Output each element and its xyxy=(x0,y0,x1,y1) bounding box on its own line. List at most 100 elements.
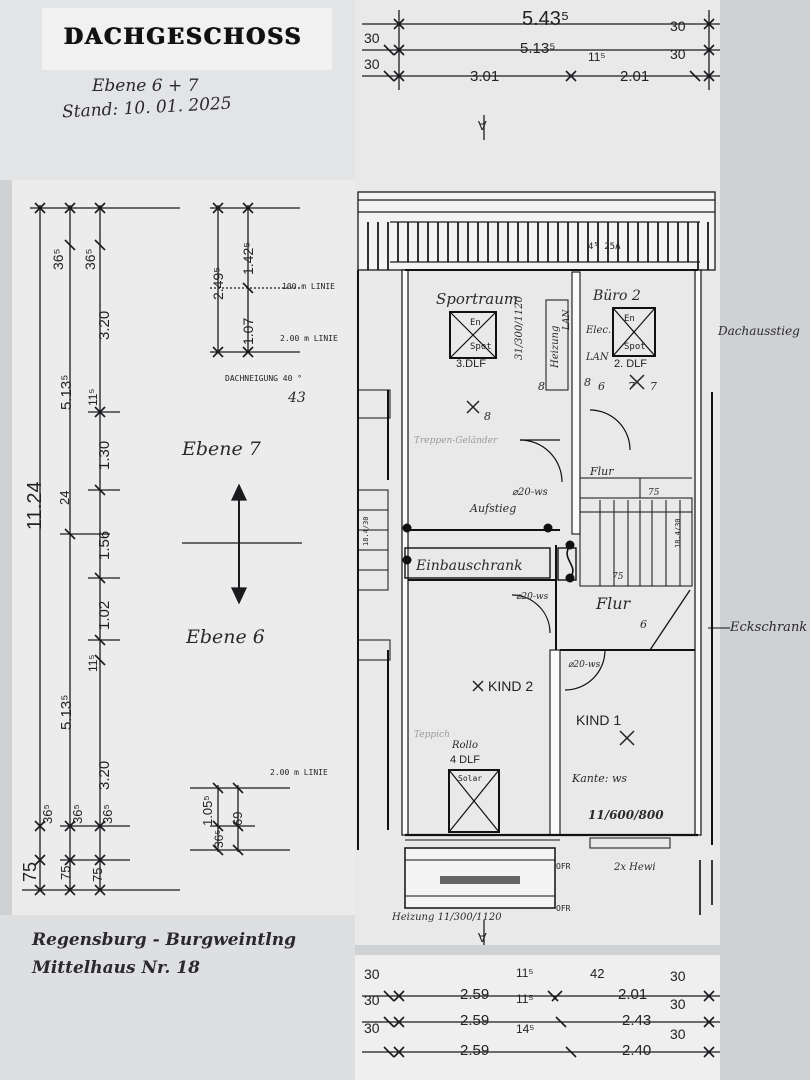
top-dim-total: 5.43⁵ xyxy=(522,8,570,30)
fuse-label: 4⁵ 25A xyxy=(588,242,621,252)
label-eckschrank: Eckschrank xyxy=(730,620,808,635)
heating-word: Heizung xyxy=(550,325,561,368)
dim-small-top-b: 1.42⁵ xyxy=(240,241,256,275)
sheet-bottom-dims xyxy=(355,955,720,1080)
bottom-dim-lines xyxy=(362,990,720,1058)
heating-label-kind1: 11/600/800 xyxy=(588,808,664,822)
dim-col3-g: 3.20 xyxy=(96,760,113,790)
ceiling-light-marks xyxy=(466,374,645,746)
flur-mark: 6 xyxy=(640,618,647,631)
room-kind1: KIND 1 xyxy=(576,712,622,728)
label-100m-line: 100 m LINIE xyxy=(282,282,335,291)
room-buero: Büro 2 xyxy=(593,288,641,304)
dim-col3-b: 11⁵ xyxy=(86,388,100,406)
dim-col3-i: 75 xyxy=(90,867,105,882)
heating-label-bottom: Heizung 11/300/1120 xyxy=(392,912,502,923)
room-sportraum: Sportraum xyxy=(436,290,519,308)
section-marker-top: A xyxy=(478,118,487,133)
bottom-dim-r1-a: 30 xyxy=(364,966,380,982)
stairs-mark-a: 75 xyxy=(612,572,624,582)
window-spot-2: Spot xyxy=(624,342,646,352)
title-label: DACHGESCHOSS xyxy=(42,8,332,70)
label-teppich: Teppich xyxy=(414,730,450,740)
bottom-dim-r3-d: 2.40 xyxy=(622,1042,652,1059)
dim-col2-c: 24 xyxy=(57,490,72,505)
dim-col3-f: 11⁵ xyxy=(86,654,100,672)
label-200m-line-a: 2.00 m LINIE xyxy=(280,334,338,343)
top-dim-r3-c: 2.01 xyxy=(620,68,650,85)
pipe-label-b: ⌀20-ws xyxy=(516,592,549,602)
top-dim-r3-b: 11⁵ xyxy=(588,50,606,64)
lan-top: LAN xyxy=(562,309,572,330)
dim-col2-d: 5.13⁵ xyxy=(58,694,75,730)
dim-small-bottom-c: 69 xyxy=(230,811,245,826)
dim-small-bottom-a: 1.05⁵ xyxy=(200,795,215,826)
roof-pitch-note: 43 xyxy=(288,390,306,406)
bottom-dim-r3-a: 30 xyxy=(364,1020,380,1036)
section-marker-bottom: A xyxy=(478,930,487,945)
bottom-dim-r3-e: 30 xyxy=(670,1026,686,1042)
window-en-2: En xyxy=(624,314,635,324)
dim-col3-c: 1.30 xyxy=(96,440,113,470)
dim-small-bottom-b: 36⁵ xyxy=(212,829,226,848)
dim-col3-d: 1.56 xyxy=(96,530,113,560)
mark-7-b: 7 xyxy=(650,380,657,393)
bottom-dim-r2-e: 30 xyxy=(670,996,686,1012)
room-kind2: KIND 2 xyxy=(488,678,534,694)
label-ofr-a: OFR xyxy=(556,862,571,871)
dim-col1-a: 36⁵ xyxy=(50,248,66,270)
mark-7-a: 7 xyxy=(628,380,635,393)
label-200m-line-b: 2.00 m LINIE xyxy=(270,768,328,777)
walls xyxy=(357,269,730,945)
dim-col3-e: 1.02 xyxy=(96,600,113,630)
bottom-dim-r2-d: 2.43 xyxy=(622,1012,652,1029)
bottom-dim-r3-c: 14⁵ xyxy=(516,1022,535,1036)
label-hewi: 2x Hewi xyxy=(614,862,656,873)
dim-total-height: 11.24 xyxy=(24,481,46,530)
sheet-footer xyxy=(0,915,355,1080)
stairs-mark-b: 75 xyxy=(648,488,660,498)
top-dim-r2-mid: 5.13⁵ xyxy=(520,40,556,57)
top-dim-r2-right: 30 xyxy=(670,46,686,62)
mark-8-b: 8 xyxy=(584,376,591,389)
label-ofr-b: OFR xyxy=(556,904,571,913)
sheet-left-panel xyxy=(12,180,355,915)
subtitle: Ebene 6 + 7 xyxy=(92,76,199,96)
dim-col3-h: 36⁵ xyxy=(100,804,115,824)
dim-col1-c: 75 xyxy=(20,861,40,882)
room-flur-top: Flur xyxy=(590,465,614,478)
window-label-3dlf: 3.DLF xyxy=(456,358,486,370)
label-roof-pitch: DACHNEIGUNG 40 ° xyxy=(225,374,303,383)
stair-dim-right: 18.4/30 xyxy=(674,518,682,548)
dim-small-top-c: 1.07 xyxy=(240,317,256,345)
pipe-label-a: ⌀20-ws xyxy=(512,487,548,498)
pipe-label-c: ⌀20-ws xyxy=(568,660,601,670)
stair-dim-left: 18.4/30 xyxy=(362,516,370,546)
mark-8-a: 8 xyxy=(538,380,545,393)
label-kante: Kante: ws xyxy=(572,772,628,785)
mark-x8: 8 xyxy=(484,410,491,423)
label-level-up: Ebene 7 xyxy=(182,438,261,460)
top-dim-r1-right: 30 xyxy=(670,18,686,34)
dim-col2-e: 36⁵ xyxy=(70,804,85,824)
label-rollo: Rollo xyxy=(452,740,478,751)
dim-col1-b: 36⁵ xyxy=(40,804,55,824)
footer-address: Mittelhaus Nr. 18 xyxy=(32,958,200,978)
footer-location: Regensburg - Burgweintlng xyxy=(32,930,296,950)
label-aufstieg: Aufstieg xyxy=(470,502,517,515)
top-dim-r3-left: 30 xyxy=(364,56,380,72)
dim-small-top-a: 2.49⁵ xyxy=(210,266,226,300)
dim-col2-b: 5.13⁵ xyxy=(58,374,75,410)
window-label-2dlf: 2. DLF xyxy=(614,358,648,370)
bottom-dim-r2-b: 2.59 xyxy=(460,1012,490,1029)
bottom-dim-r3-b: 2.59 xyxy=(460,1042,490,1059)
heating-label-top: 31/300/1120 xyxy=(514,296,525,360)
room-flur: Flur xyxy=(596,594,631,613)
label-einbauschrank: Einbauschrank xyxy=(416,558,523,574)
page-title: DACHGESCHOSS xyxy=(64,24,303,50)
top-dim-r2-left: 30 xyxy=(364,30,380,46)
top-dim-r3-a: 3.01 xyxy=(470,68,500,85)
stair-railing-note: Treppen-Geländer xyxy=(414,436,498,446)
dim-col3-a: 3.20 xyxy=(96,310,113,340)
